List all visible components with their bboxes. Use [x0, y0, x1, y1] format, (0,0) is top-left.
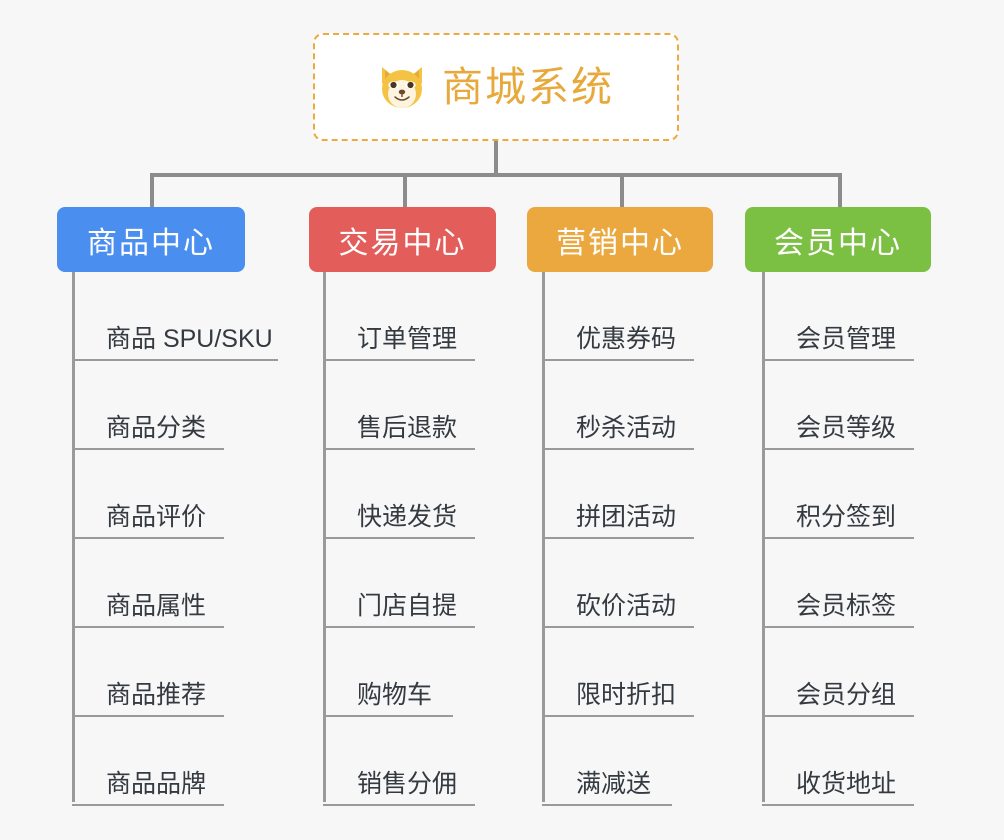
leaf-label: 商品分类	[106, 413, 207, 442]
root-title: 商城系统	[442, 63, 614, 110]
category-header-label: 商品中心	[87, 226, 215, 260]
category-header-1[interactable]: 交易中心	[309, 207, 496, 272]
leaf-label: 会员标签	[796, 591, 897, 620]
leaf-item[interactable]: 秒杀活动	[542, 361, 694, 450]
leaf-item[interactable]: 商品推荐	[72, 628, 224, 717]
category-header-0[interactable]: 商品中心	[57, 207, 245, 272]
leaf-item[interactable]: 限时折扣	[542, 628, 694, 717]
leaf-label: 售后退款	[357, 413, 458, 442]
connector-drop-4	[838, 173, 842, 209]
leaf-label: 会员管理	[796, 324, 897, 353]
leaf-item[interactable]: 商品品牌	[72, 717, 224, 806]
leaf-item[interactable]: 优惠券码	[542, 272, 694, 361]
leaf-label: 秒杀活动	[576, 413, 677, 442]
leaf-item[interactable]: 门店自提	[323, 539, 475, 628]
connector-horizontal-bar	[150, 173, 840, 177]
leaf-label: 会员等级	[796, 413, 897, 442]
leaf-item[interactable]: 积分签到	[762, 450, 914, 539]
leaf-item[interactable]: 会员等级	[762, 361, 914, 450]
connector-drop-1	[150, 173, 154, 209]
category-header-label: 交易中心	[338, 226, 467, 260]
shiba-dog-face-icon	[378, 64, 426, 110]
leaf-item[interactable]: 商品属性	[72, 539, 224, 628]
leaf-item[interactable]: 购物车	[323, 628, 453, 717]
leaf-label: 积分签到	[796, 502, 897, 531]
leaf-label: 销售分佣	[357, 769, 458, 798]
leaf-label: 收货地址	[796, 769, 897, 798]
leaf-item[interactable]: 订单管理	[323, 272, 475, 361]
leaf-label: 商品属性	[106, 591, 207, 620]
category-header-3[interactable]: 会员中心	[745, 207, 931, 272]
leaf-item[interactable]: 销售分佣	[323, 717, 475, 806]
leaf-label: 商品 SPU/SKU	[106, 324, 273, 353]
leaf-item[interactable]: 收货地址	[762, 717, 914, 806]
leaf-item[interactable]: 会员管理	[762, 272, 914, 361]
leaf-label: 商品推荐	[106, 680, 207, 709]
leaf-label: 限时折扣	[576, 680, 677, 709]
root-node[interactable]: 商城系统	[313, 33, 679, 141]
category-header-label: 营销中心	[556, 226, 684, 260]
leaf-label: 商品品牌	[106, 769, 207, 798]
leaf-label: 满减送	[576, 769, 652, 798]
leaf-label: 优惠券码	[576, 324, 677, 353]
leaf-label: 快递发货	[357, 502, 458, 531]
leaf-item[interactable]: 会员标签	[762, 539, 914, 628]
leaf-label: 门店自提	[357, 591, 458, 620]
connector-drop-2	[403, 173, 407, 209]
connector-drop-3	[620, 173, 624, 209]
leaf-label: 订单管理	[357, 324, 458, 353]
category-header-label: 会员中心	[774, 226, 902, 260]
leaf-item[interactable]: 快递发货	[323, 450, 475, 539]
leaf-item[interactable]: 商品 SPU/SKU	[72, 272, 278, 361]
leaf-item[interactable]: 砍价活动	[542, 539, 694, 628]
category-header-2[interactable]: 营销中心	[527, 207, 713, 272]
leaf-item[interactable]: 售后退款	[323, 361, 475, 450]
leaf-item[interactable]: 拼团活动	[542, 450, 694, 539]
leaf-item[interactable]: 满减送	[542, 717, 672, 806]
leaf-label: 砍价活动	[576, 591, 677, 620]
leaf-item[interactable]: 商品评价	[72, 450, 224, 539]
connector-root-stem	[494, 141, 498, 175]
leaf-label: 商品评价	[106, 502, 207, 531]
leaf-item[interactable]: 会员分组	[762, 628, 914, 717]
leaf-label: 购物车	[357, 680, 433, 709]
leaf-label: 拼团活动	[576, 502, 677, 531]
leaf-label: 会员分组	[796, 680, 897, 709]
leaf-item[interactable]: 商品分类	[72, 361, 224, 450]
